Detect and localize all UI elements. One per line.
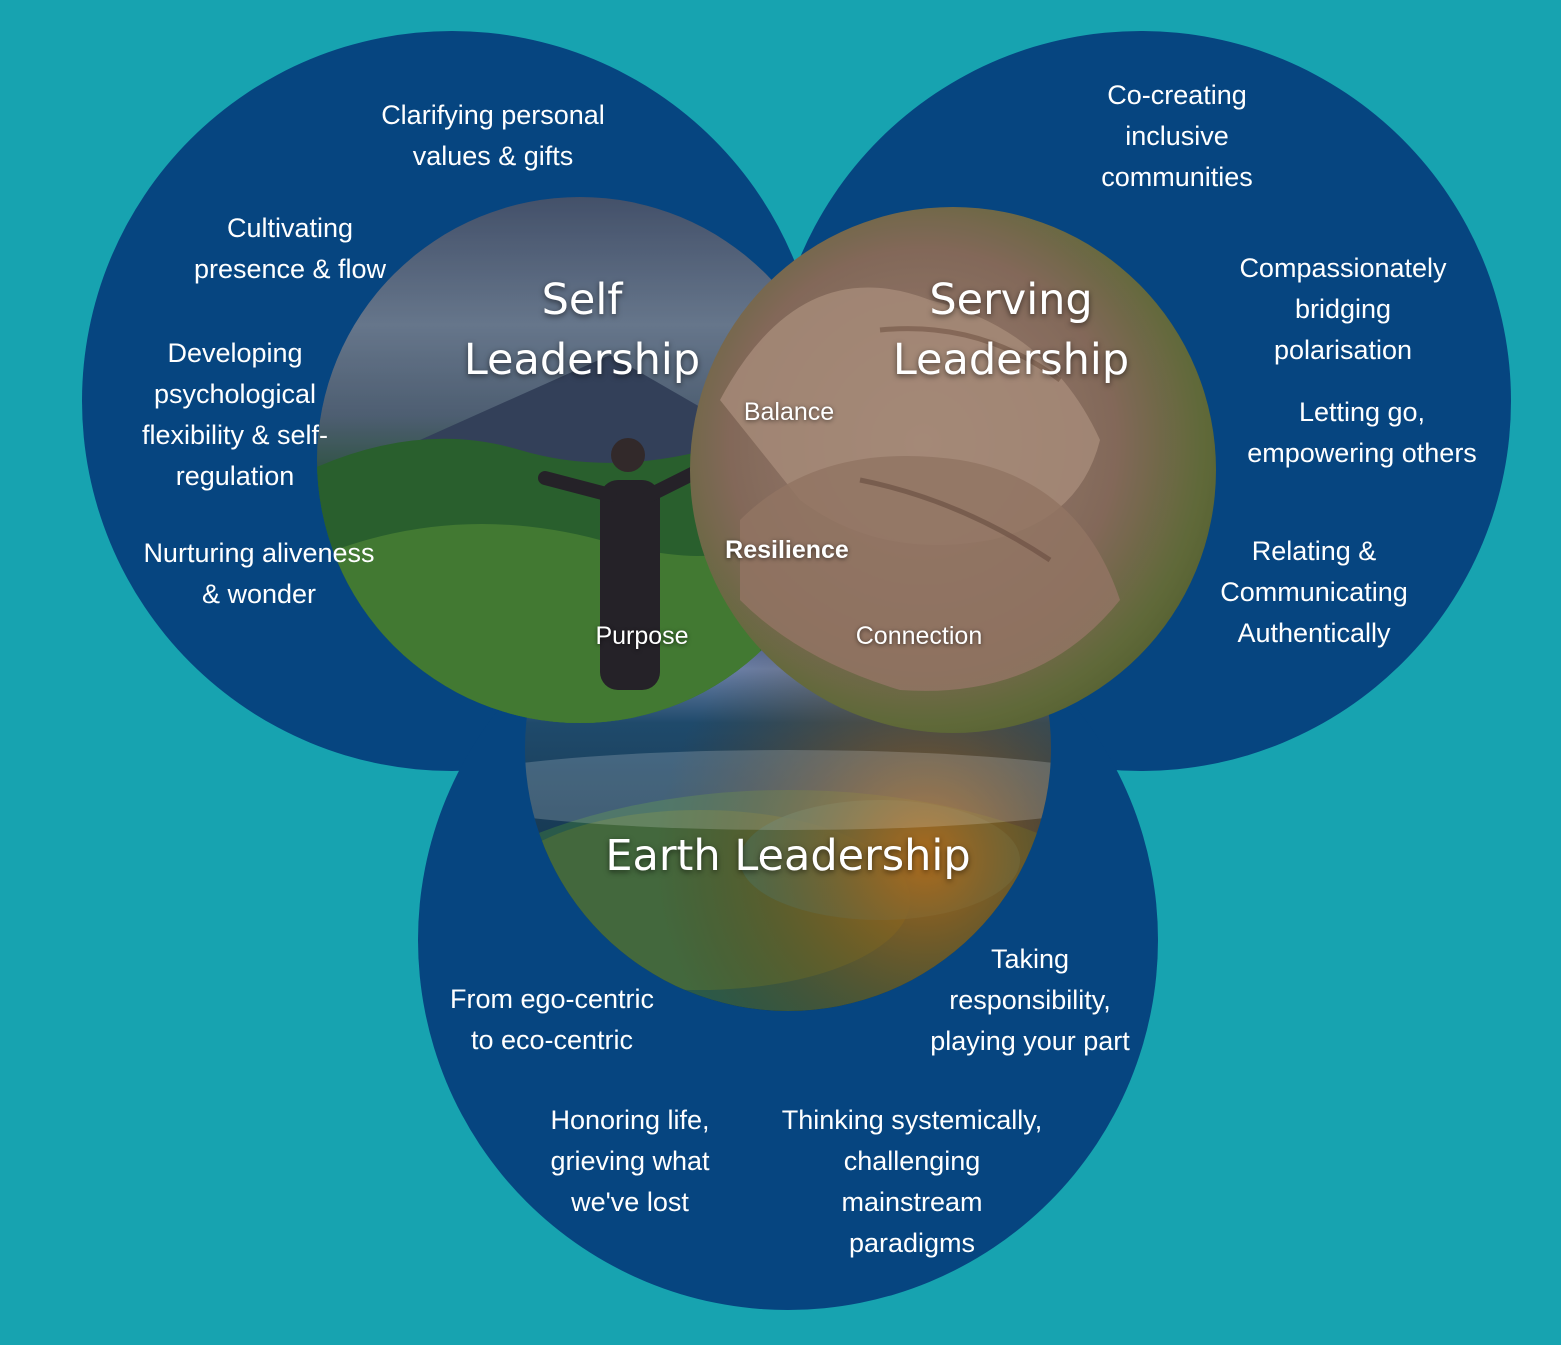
item-line: mainstream: [841, 1187, 983, 1217]
item-line: responsibility,: [949, 985, 1111, 1015]
item-line: Compassionately: [1239, 253, 1447, 283]
item-line: Clarifying personal: [381, 100, 605, 130]
item-line: Cultivating: [226, 213, 354, 243]
item-line: Authentically: [1237, 618, 1391, 648]
item-line: flexibility & self-: [141, 420, 329, 450]
item-line: empowering others: [1247, 438, 1477, 468]
earth-item-systemic: Thinking systemically, challenging mains…: [762, 1100, 1062, 1264]
item-line: Letting go,: [1298, 397, 1426, 427]
item-line: inclusive: [1125, 121, 1229, 151]
item-line: polarisation: [1273, 335, 1413, 365]
item-line: presence & flow: [193, 254, 387, 284]
serving-title-line: Serving: [929, 275, 1093, 325]
core-connection: Connection: [855, 622, 983, 650]
serving-item-polarisation: Compassionately bridging polarisation: [1222, 248, 1464, 371]
self-item-values: Clarifying personal values & gifts: [362, 95, 624, 177]
item-line: & wonder: [201, 579, 317, 609]
item-line: playing your part: [930, 1026, 1130, 1056]
item-line: Relating &: [1251, 536, 1377, 566]
earth-item-honoring: Honoring life, grieving what we've lost: [530, 1100, 730, 1223]
item-line: grieving what: [550, 1146, 710, 1176]
serving-photo: [690, 207, 1216, 733]
item-line: bridging: [1294, 294, 1392, 324]
core-purpose: Purpose: [595, 622, 689, 650]
item-line: Nurturing aliveness: [143, 538, 375, 568]
item-line: we've lost: [571, 1187, 689, 1217]
item-line: values & gifts: [412, 141, 574, 171]
item-line: Taking: [990, 944, 1070, 974]
item-line: Co-creating: [1107, 80, 1247, 110]
serving-item-communities: Co-creating inclusive communities: [1082, 75, 1272, 198]
serving-item-relating: Relating & Communicating Authentically: [1198, 531, 1430, 654]
self-title-line: Leadership: [463, 335, 701, 385]
self-item-flexibility: Developing psychological flexibility & s…: [118, 333, 352, 497]
self-item-aliveness: Nurturing aliveness & wonder: [128, 533, 390, 615]
self-item-presence: Cultivating presence & flow: [178, 208, 402, 290]
serving-leadership-title: Serving Leadership: [880, 270, 1142, 390]
earth-item-ego: From ego-centric to eco-centric: [432, 979, 672, 1061]
item-line: psychological: [153, 379, 317, 409]
item-line: Communicating: [1220, 577, 1408, 607]
serving-title-line: Leadership: [892, 335, 1130, 385]
item-line: challenging: [843, 1146, 981, 1176]
self-title-line: Self: [541, 275, 623, 325]
item-line: From ego-centric: [449, 984, 655, 1014]
item-line: Developing: [167, 338, 303, 368]
core-resilience: Resilience: [725, 536, 849, 564]
item-line: regulation: [175, 461, 295, 491]
item-line: paradigms: [848, 1228, 976, 1258]
self-leadership-title: Self Leadership: [462, 270, 702, 390]
core-balance: Balance: [743, 398, 835, 426]
earth-item-responsibility: Taking responsibility, playing your part: [910, 939, 1150, 1062]
item-line: to eco-centric: [470, 1025, 634, 1055]
serving-item-letting-go: Letting go, empowering others: [1226, 392, 1498, 474]
item-line: Honoring life,: [550, 1105, 710, 1135]
item-line: communities: [1101, 162, 1253, 192]
item-line: Thinking systemically,: [781, 1105, 1043, 1135]
earth-leadership-title: Earth Leadership: [605, 831, 971, 881]
